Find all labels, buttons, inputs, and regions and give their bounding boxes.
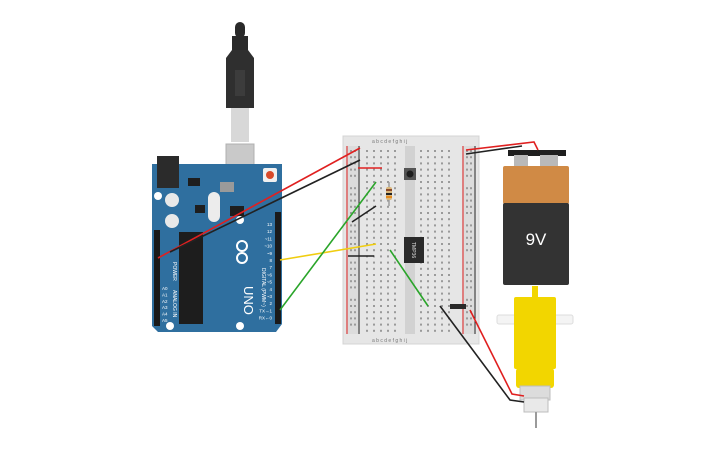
wire-battery-red[interactable] xyxy=(465,141,539,151)
wire-red-5v[interactable] xyxy=(157,147,361,259)
wire-motor-red[interactable] xyxy=(469,309,525,397)
wires xyxy=(157,141,539,403)
diode[interactable] xyxy=(450,304,466,309)
wire-yellow-signal[interactable] xyxy=(279,243,377,261)
usb-cable[interactable] xyxy=(225,22,255,185)
wire-black-gnd[interactable] xyxy=(169,159,361,253)
digital-pin-label: ~11 xyxy=(265,236,273,241)
digital-pin-label: 7 xyxy=(269,265,272,270)
analog-pin-label: A0 xyxy=(162,286,168,291)
digital-header xyxy=(275,212,281,324)
digital-pin-label: 2 xyxy=(269,301,272,306)
wire-black-resistor[interactable] xyxy=(351,205,377,223)
digital-pin-label: ~6 xyxy=(267,272,273,277)
board-brand-label: UNO xyxy=(241,286,256,315)
column-letters-bottom: a b c d e f g h i j xyxy=(372,338,407,344)
digital-pin-label: 8 xyxy=(269,258,272,263)
sensor-chip-label: TMP36 xyxy=(410,242,416,258)
digital-pin-label: RX←0 xyxy=(259,316,273,321)
battery-9v[interactable]: 9V xyxy=(503,150,569,285)
digital-label: DIGITAL (PWM~) xyxy=(260,268,266,307)
digital-pin-label: ~9 xyxy=(267,251,273,256)
power-analog-header xyxy=(154,230,160,326)
battery-body xyxy=(503,203,569,285)
digital-pin-label: 4 xyxy=(269,287,272,292)
analog-label: ANALOG IN xyxy=(171,290,177,318)
power-label: POWER xyxy=(171,262,177,281)
digital-pin-label: ~3 xyxy=(267,294,273,299)
digital-pin-label: ~10 xyxy=(264,244,272,249)
battery-label: 9V xyxy=(526,230,547,249)
battery-cap xyxy=(503,166,569,204)
temperature-sensor-chip[interactable]: TMP36 xyxy=(404,237,424,263)
wire-green-motor[interactable] xyxy=(389,249,429,307)
dc-gear-motor[interactable] xyxy=(496,286,574,428)
analog-pin-label: A4 xyxy=(162,312,168,317)
column-letters-top: a b c d e f g h i j xyxy=(372,139,407,145)
atmega-chip xyxy=(179,232,203,324)
analog-pin-label: A3 xyxy=(162,305,168,310)
wire-motor-black[interactable] xyxy=(439,305,525,403)
digital-pin-label: 13 xyxy=(267,222,273,227)
resistor[interactable] xyxy=(386,182,392,206)
digital-pin-labels: 13 12 ~11 ~10 ~9 8 7 ~6 ~5 4 ~3 2TX→1RX←0 xyxy=(259,222,273,321)
analog-pin-label: A5 xyxy=(162,318,168,323)
arduino-uno-board[interactable]: UNO DIGITAL (PWM~) POWER ANALOG IN 13 12 ~… xyxy=(152,156,282,332)
pushbutton[interactable] xyxy=(404,168,416,180)
wire-battery-black[interactable] xyxy=(465,145,523,155)
digital-pin-label: TX→1 xyxy=(259,308,272,313)
analog-pin-label: A1 xyxy=(162,292,168,297)
breadboard-holes xyxy=(350,150,472,332)
power-jack xyxy=(157,156,179,188)
digital-pin-label: ~5 xyxy=(267,280,273,285)
analog-pin-label: A2 xyxy=(162,299,168,304)
digital-pin-label: 12 xyxy=(267,229,273,234)
wire-green-button[interactable] xyxy=(279,181,377,311)
